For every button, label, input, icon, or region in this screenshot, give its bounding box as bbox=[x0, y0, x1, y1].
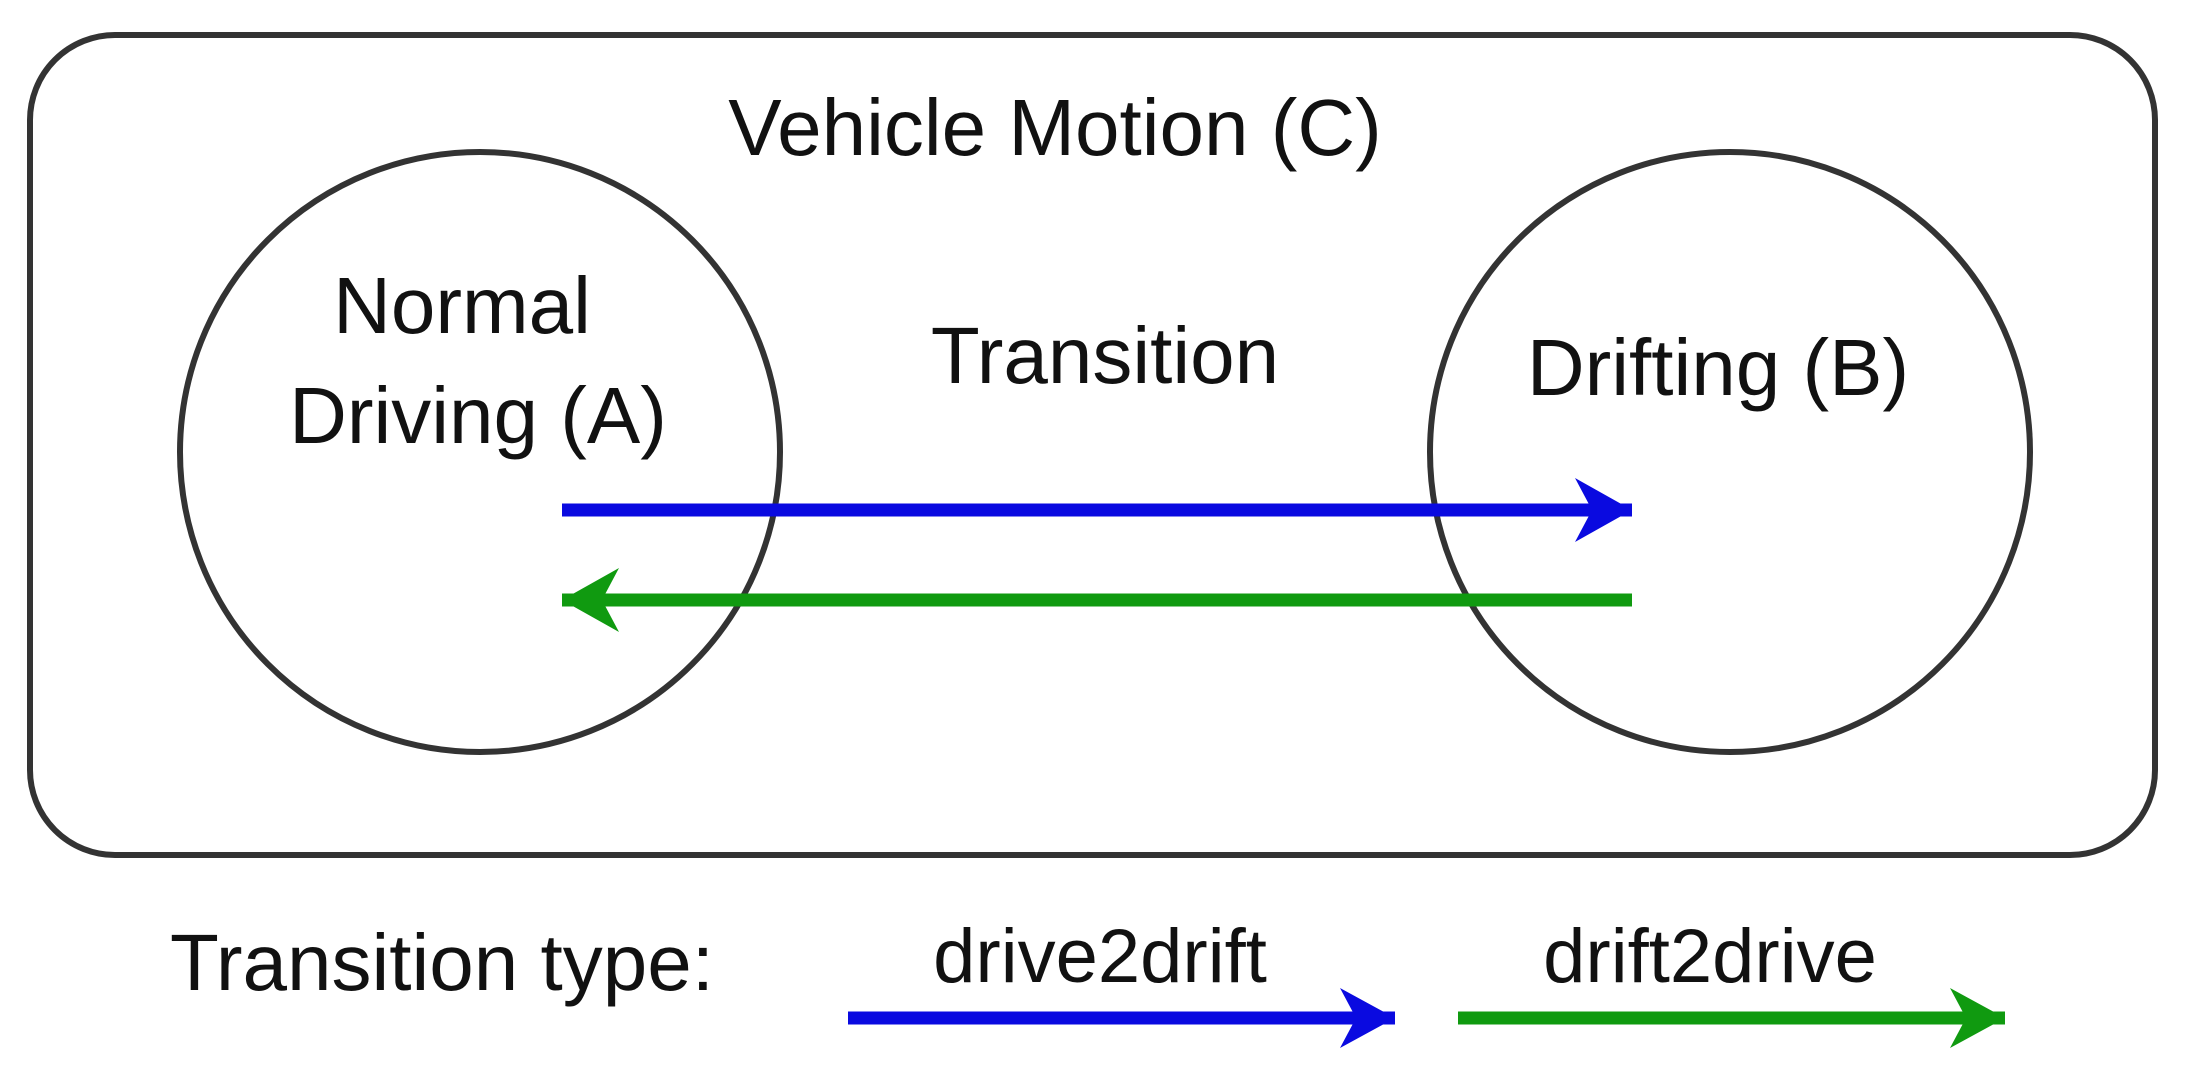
normal-driving-label-line1: Normal bbox=[333, 261, 591, 350]
drifting-label: Drifting (B) bbox=[1527, 323, 1909, 412]
legend-drift2drive-arrowhead bbox=[1950, 988, 2005, 1048]
legend-item-drift2drive-label: drift2drive bbox=[1543, 914, 1877, 999]
legend-title: Transition type: bbox=[170, 918, 714, 1007]
container-title: Vehicle Motion (C) bbox=[728, 83, 1382, 172]
legend-item-drive2drift-label: drive2drift bbox=[933, 914, 1267, 999]
vehicle-motion-container bbox=[27, 32, 2158, 858]
drift2drive-arrowhead bbox=[562, 568, 619, 632]
drifting-state bbox=[1427, 149, 2033, 755]
legend-drive2drift-arrowhead bbox=[1340, 988, 1395, 1048]
normal-driving-state bbox=[177, 149, 783, 755]
drive2drift-arrowhead bbox=[1575, 478, 1632, 542]
transition-label: Transition bbox=[931, 311, 1279, 400]
normal-driving-label-line2: Driving (A) bbox=[289, 371, 667, 460]
